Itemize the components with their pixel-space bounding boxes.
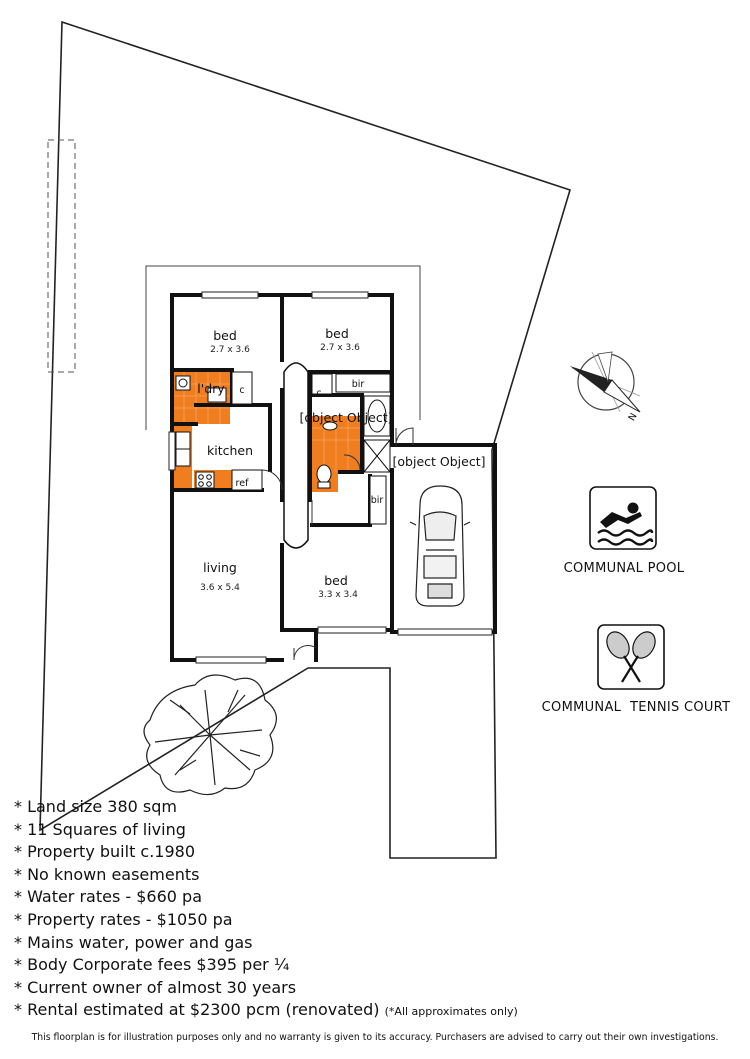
swimming-pool-icon	[589, 486, 657, 550]
land-boundary	[39, 20, 571, 859]
compass-icon: N	[570, 351, 641, 423]
fact-item: * Water rates - $660 pa	[14, 887, 203, 907]
laundry-fixtures	[175, 371, 253, 405]
fact-item: * Current owner of almost 30 years	[14, 977, 297, 997]
closet-label-1: c	[239, 385, 244, 396]
property-facts-list: * Land size 380 sqm * 11 Squares of livi…	[14, 796, 518, 1024]
room-bed3-dims: 3.3 x 3.4	[318, 590, 358, 600]
fact-item: * Body Corporate fees $395 per ¼	[14, 955, 290, 975]
fact-text: * Rental estimated at $2300 pcm (renovat…	[14, 1000, 380, 1020]
fact-item: * 11 Squares of living	[14, 819, 186, 839]
fact-item: * Land size 380 sqm	[14, 797, 177, 816]
fact-item: * Property rates - $1050 pa	[14, 909, 233, 929]
tree-icon	[143, 674, 277, 796]
car-icon	[409, 485, 471, 607]
room-bed2-label: bed	[325, 326, 349, 341]
room-kitchen-label: kitchen	[207, 443, 253, 458]
bir-label-2: bir	[371, 495, 384, 506]
room-garage-label: [object Object]	[393, 454, 486, 469]
disclaimer: This floorplan is for illustration purpo…	[31, 1032, 719, 1043]
room-bed1-dims: 2.7 x 3.6	[210, 345, 250, 355]
hall-arch	[283, 362, 309, 549]
tennis-racket-icon	[597, 624, 665, 690]
fact-item: * Property built c.1980	[14, 842, 196, 862]
pool-label: COMMUNAL POOL	[564, 561, 685, 576]
room-bath-label: [object Object]	[300, 410, 393, 425]
room-bed2-dims: 2.7 x 3.6	[320, 343, 360, 353]
room-living-dims: 3.6 x 5.4	[200, 583, 240, 593]
fact-item: * Mains water, power and gas	[14, 932, 253, 952]
facts-note: (*All approximates only)	[384, 1005, 518, 1019]
tennis-label: COMMUNAL TENNIS COURT	[542, 700, 731, 715]
room-living-label: living	[203, 560, 237, 575]
roof-outline	[145, 265, 421, 430]
room-bed1-label: bed	[213, 328, 237, 343]
closet-label-2: c	[316, 388, 321, 399]
wet-areas	[172, 372, 362, 492]
room-bed3-label: bed	[324, 573, 348, 588]
bir-label-1: bir	[352, 379, 365, 390]
ref-label: ref	[236, 478, 250, 489]
compass-north-label: N	[627, 411, 640, 423]
fact-item: * No known easements	[14, 864, 200, 884]
kitchen-fixtures	[175, 431, 263, 491]
fact-item-last: * Rental estimated at $2300 pcm (renovat…	[14, 999, 518, 1024]
doors	[261, 427, 414, 661]
windows	[168, 291, 493, 664]
dashed-fence	[47, 139, 76, 373]
bath-fixtures	[311, 373, 391, 525]
room-laundry-label: l'dry	[197, 381, 225, 396]
